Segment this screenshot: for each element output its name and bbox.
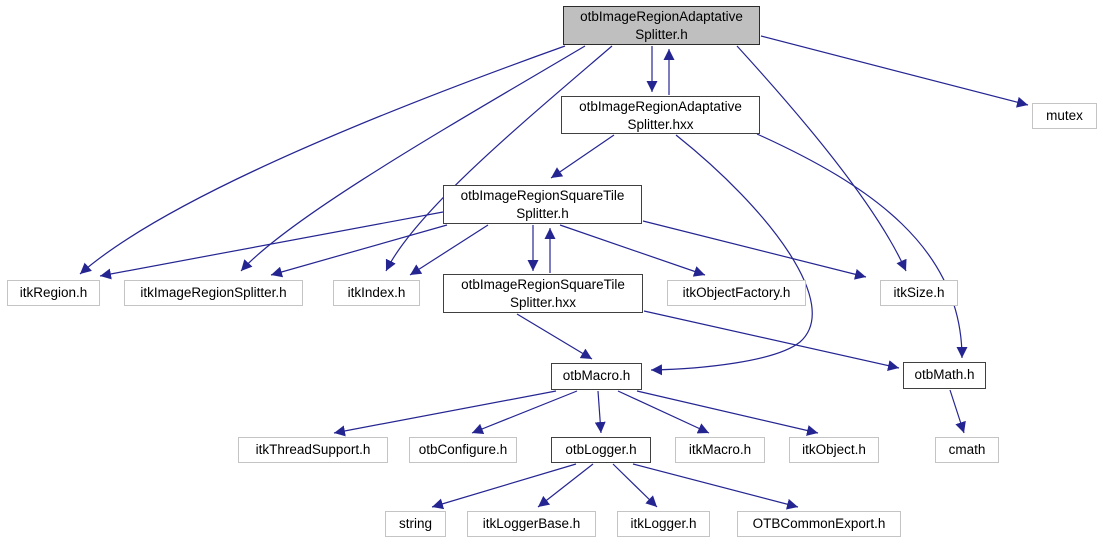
edge-adaptative_hxx-to-otbmath [756,133,968,359]
edge-squaretile_h-to-itksize [642,220,867,280]
node-cmath: cmath [935,437,999,463]
edge-otbmacro-to-itkobject [636,390,819,436]
node-itkindex-h: itkIndex.h [333,280,420,306]
edge-adaptative_h-to-itksize [736,45,907,272]
node-itkobjectfactory-h: itkObjectFactory.h [667,280,806,306]
node-squaretile-splitter-hxx[interactable]: otbImageRegionSquareTile Splitter.hxx [443,274,643,313]
node-itkobject-h: itkObject.h [789,437,879,463]
edge-adaptative_hxx-to-otbmacro [650,134,813,376]
node-otbmacro-h[interactable]: otbMacro.h [551,363,642,390]
edge-adaptative_h-to-mutex [760,35,1029,108]
node-mutex: mutex [1032,103,1097,129]
node-itkthreadsupport-h: itkThreadSupport.h [238,437,388,463]
node-squaretile-splitter-h[interactable]: otbImageRegionSquareTile Splitter.h [443,185,642,224]
node-string: string [385,511,446,537]
node-itkregion-h: itkRegion.h [7,280,100,306]
edge-squaretile_hxx-to-otbmath [643,310,900,371]
edge-otbmacro-to-otbconfigure [471,390,578,435]
node-otblogger-h[interactable]: otbLogger.h [551,437,651,463]
edge-adaptative_h-to-itkregion [79,45,566,275]
edge-otblogger-to-string [431,463,577,510]
edge-otblogger-to-otbcommonexport [632,463,799,510]
edge-squaretile_h-to-itkimagesplitter [270,224,448,278]
edge-otblogger-to-itkloggerbase [537,463,594,508]
edge-squaretile_h-to-itkindex [409,224,489,276]
node-itkloggerbase-h: itkLoggerBase.h [467,511,596,537]
node-adaptative-splitter-h: otbImageRegionAdaptative Splitter.h [563,6,760,45]
node-otbcommonexport-h: OTBCommonExport.h [737,511,901,537]
node-adaptative-splitter-hxx[interactable]: otbImageRegionAdaptative Splitter.hxx [561,96,760,134]
node-itklogger-h: itkLogger.h [617,511,710,537]
edge-otbmacro-to-otblogger [594,390,606,434]
node-itkimageregionsplitter-h: itkImageRegionSplitter.h [124,280,303,306]
edge-adaptative_h-to-itkimagesplitter [240,45,586,272]
node-otbmath-h[interactable]: otbMath.h [903,362,986,389]
edge-otbmacro-to-itkmacro [617,390,710,434]
edge-squaretile_hxx-to-otbmacro [516,313,593,360]
node-itkmacro-h: itkMacro.h [675,437,765,463]
edge-adaptative_hxx-to-squaretile_h [550,134,615,179]
node-itksize-h: itkSize.h [880,280,958,306]
edge-squaretile_h-to-itkobjectfactory [559,224,706,277]
edge-otbmath-to-cmath [949,389,966,434]
edge-squaretile_h-to-itkregion [99,211,444,280]
edge-adaptative_h-to-itkindex [385,45,613,272]
node-otbconfigure-h: otbConfigure.h [409,437,517,463]
edge-otblogger-to-itklogger [612,463,658,508]
edge-otbmacro-to-itkthreadsupport [333,390,557,437]
